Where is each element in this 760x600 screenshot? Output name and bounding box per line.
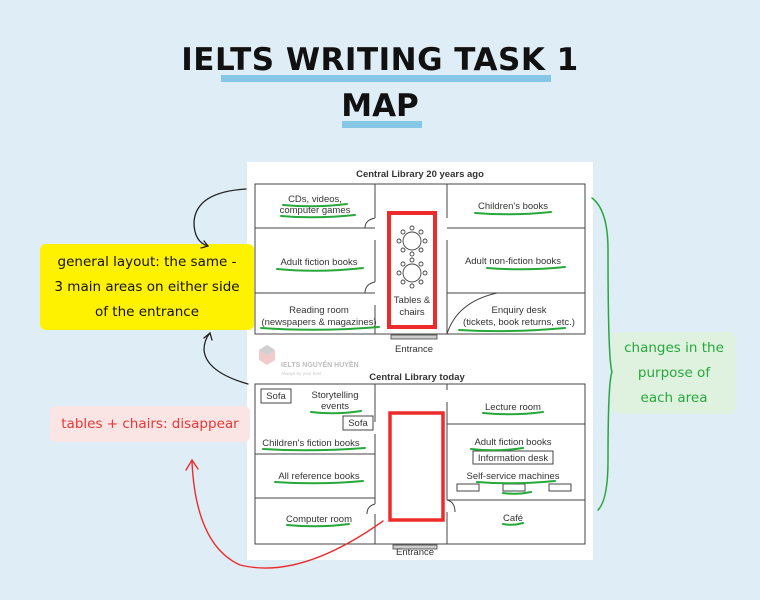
note-general-layout: general layout: the same - 3 main areas … [40, 244, 254, 330]
map-now-walls [254, 383, 586, 545]
page-subtitle: MAP [341, 88, 419, 124]
note-layout-line1: general layout: the same - [57, 254, 237, 270]
label-storytelling: Storytelling [312, 390, 359, 401]
label-entrance-then: Entrance [395, 344, 433, 355]
note-changes-line3: each area [640, 390, 708, 406]
label-events: events [321, 401, 349, 412]
map-now-heading: Central Library today [369, 372, 465, 383]
label-information-desk: Information desk [478, 453, 548, 464]
label-adult-fiction-now: Adult fiction books [474, 437, 551, 448]
note-layout-line3: of the entrance [94, 304, 199, 320]
library-maps: Central Library 20 years ago CDs, videos… [254, 169, 586, 558]
entrance-door-then [390, 334, 438, 340]
empty-space-highlight-box [388, 411, 445, 522]
map-figure: Central Library 20 years ago CDs, videos… [247, 162, 593, 560]
tables-highlight-box [387, 211, 437, 329]
arrow-layout-top [193, 188, 247, 247]
note-changes-line2: purpose of [637, 365, 711, 381]
arrow-tables-disappear [191, 461, 384, 569]
label-entrance-now: Entrance [396, 547, 434, 558]
label-enquiry-desk: Enquiry desk [492, 305, 547, 316]
label-self-service: Self-service machines [467, 471, 560, 482]
page-title: IELTS WRITING TASK 1 [181, 42, 579, 78]
watermark-logo: IELTS NGUYỄN HUYỀN Always try your best [259, 345, 359, 376]
label-reading-room: Reading room [289, 305, 349, 316]
map-then-walls [254, 183, 586, 335]
label-lecture-room: Lecture room [485, 402, 541, 413]
title-underline [221, 75, 551, 82]
green-underlines [260, 203, 566, 528]
tables-and-chairs-icon [396, 225, 428, 289]
label-cafe: Café [503, 513, 523, 524]
watermark-slogan: Always try your best [281, 371, 322, 376]
label-reference-books: All reference books [278, 471, 360, 482]
arrowhead-layout-top [200, 240, 210, 249]
label-adult-fiction: Adult fiction books [280, 257, 357, 268]
label-adult-non-fiction: Adult non-fiction books [465, 256, 561, 267]
note-tables-disappear: tables + chairs: disappear [50, 406, 250, 442]
label-cds-line1: CDs, videos, [288, 194, 342, 205]
arrowhead-tables-disappear [185, 458, 199, 471]
label-childrens-fiction: Children's fiction books [262, 438, 360, 449]
watermark-brand: IELTS NGUYỄN HUYỀN [281, 359, 359, 369]
note-changes-purpose: changes in the purpose of each area [612, 332, 736, 414]
arrowhead-layout-bottom [203, 331, 213, 341]
note-changes-line1: changes in the [624, 340, 724, 356]
label-tickets: (tickets, book returns, etc.) [463, 317, 575, 328]
label-chairs: chairs [399, 307, 425, 318]
label-newspapers: (newspapers & magazines) [261, 317, 376, 328]
map-then-heading: Central Library 20 years ago [356, 169, 484, 180]
label-childrens-books: Children's books [478, 201, 548, 212]
green-brace [591, 197, 613, 511]
subtitle-underline [342, 121, 422, 128]
note-layout-line2: 3 main areas on either side [54, 279, 240, 295]
arrow-layout-bottom [203, 332, 249, 385]
label-tables: Tables & [394, 295, 431, 306]
label-sofa-2: Sofa [348, 418, 368, 429]
entrance-door-now [392, 544, 438, 550]
label-computer-room: Computer room [286, 514, 352, 525]
label-sofa-1: Sofa [266, 391, 286, 402]
label-cds-line2: computer games [280, 205, 351, 216]
